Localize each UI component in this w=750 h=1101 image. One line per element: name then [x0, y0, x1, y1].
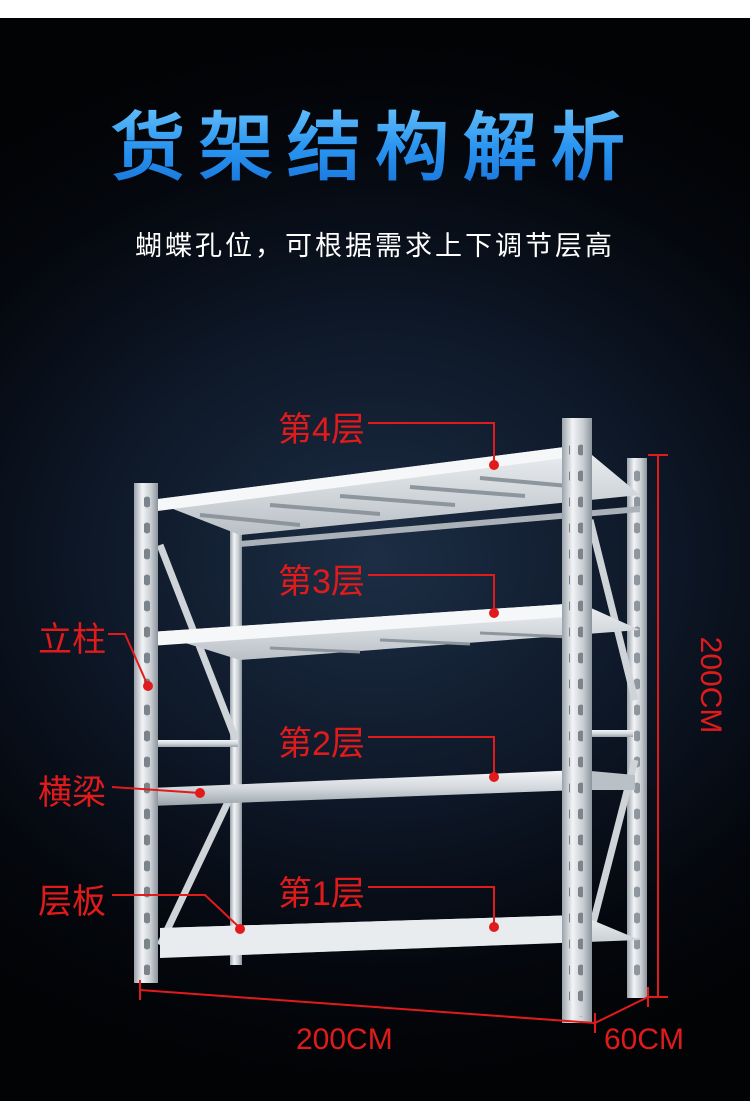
depth-dimension-line — [594, 996, 649, 1024]
leader-layer-3 — [368, 574, 495, 612]
leader-column — [108, 633, 149, 687]
label-shelf-board: 层板 — [38, 883, 106, 921]
leader-layer-4 — [368, 422, 495, 463]
page-subtitle: 蝴蝶孔位，可根据需求上下调节层高 — [135, 231, 615, 262]
leader-shelf-board — [112, 894, 241, 929]
top-white-band — [0, 0, 750, 18]
beam-layer-2 — [150, 770, 580, 806]
page-title: 货架结构解析 — [0, 88, 750, 195]
label-layer-3: 第3层 — [278, 563, 365, 601]
shelf-layer-4 — [150, 445, 640, 535]
height-dimension-label: 200CM — [694, 636, 727, 734]
leader-layer-2 — [368, 736, 495, 776]
width-dimension-line — [139, 989, 596, 1024]
left-side-brace-lower — [156, 783, 240, 947]
label-beam: 横梁 — [38, 774, 106, 812]
depth-dimension-label: 60CM — [604, 1023, 685, 1056]
leader-beam — [111, 786, 201, 794]
right-side-brace-upper — [586, 519, 639, 701]
label-layer-2: 第2层 — [278, 725, 365, 763]
width-dimension-label: 200CM — [296, 1023, 393, 1056]
leader-layer-1 — [368, 886, 495, 926]
label-layer-1: 第1层 — [278, 875, 365, 913]
label-column: 立柱 — [38, 621, 106, 659]
label-layer-4: 第4层 — [278, 411, 365, 449]
